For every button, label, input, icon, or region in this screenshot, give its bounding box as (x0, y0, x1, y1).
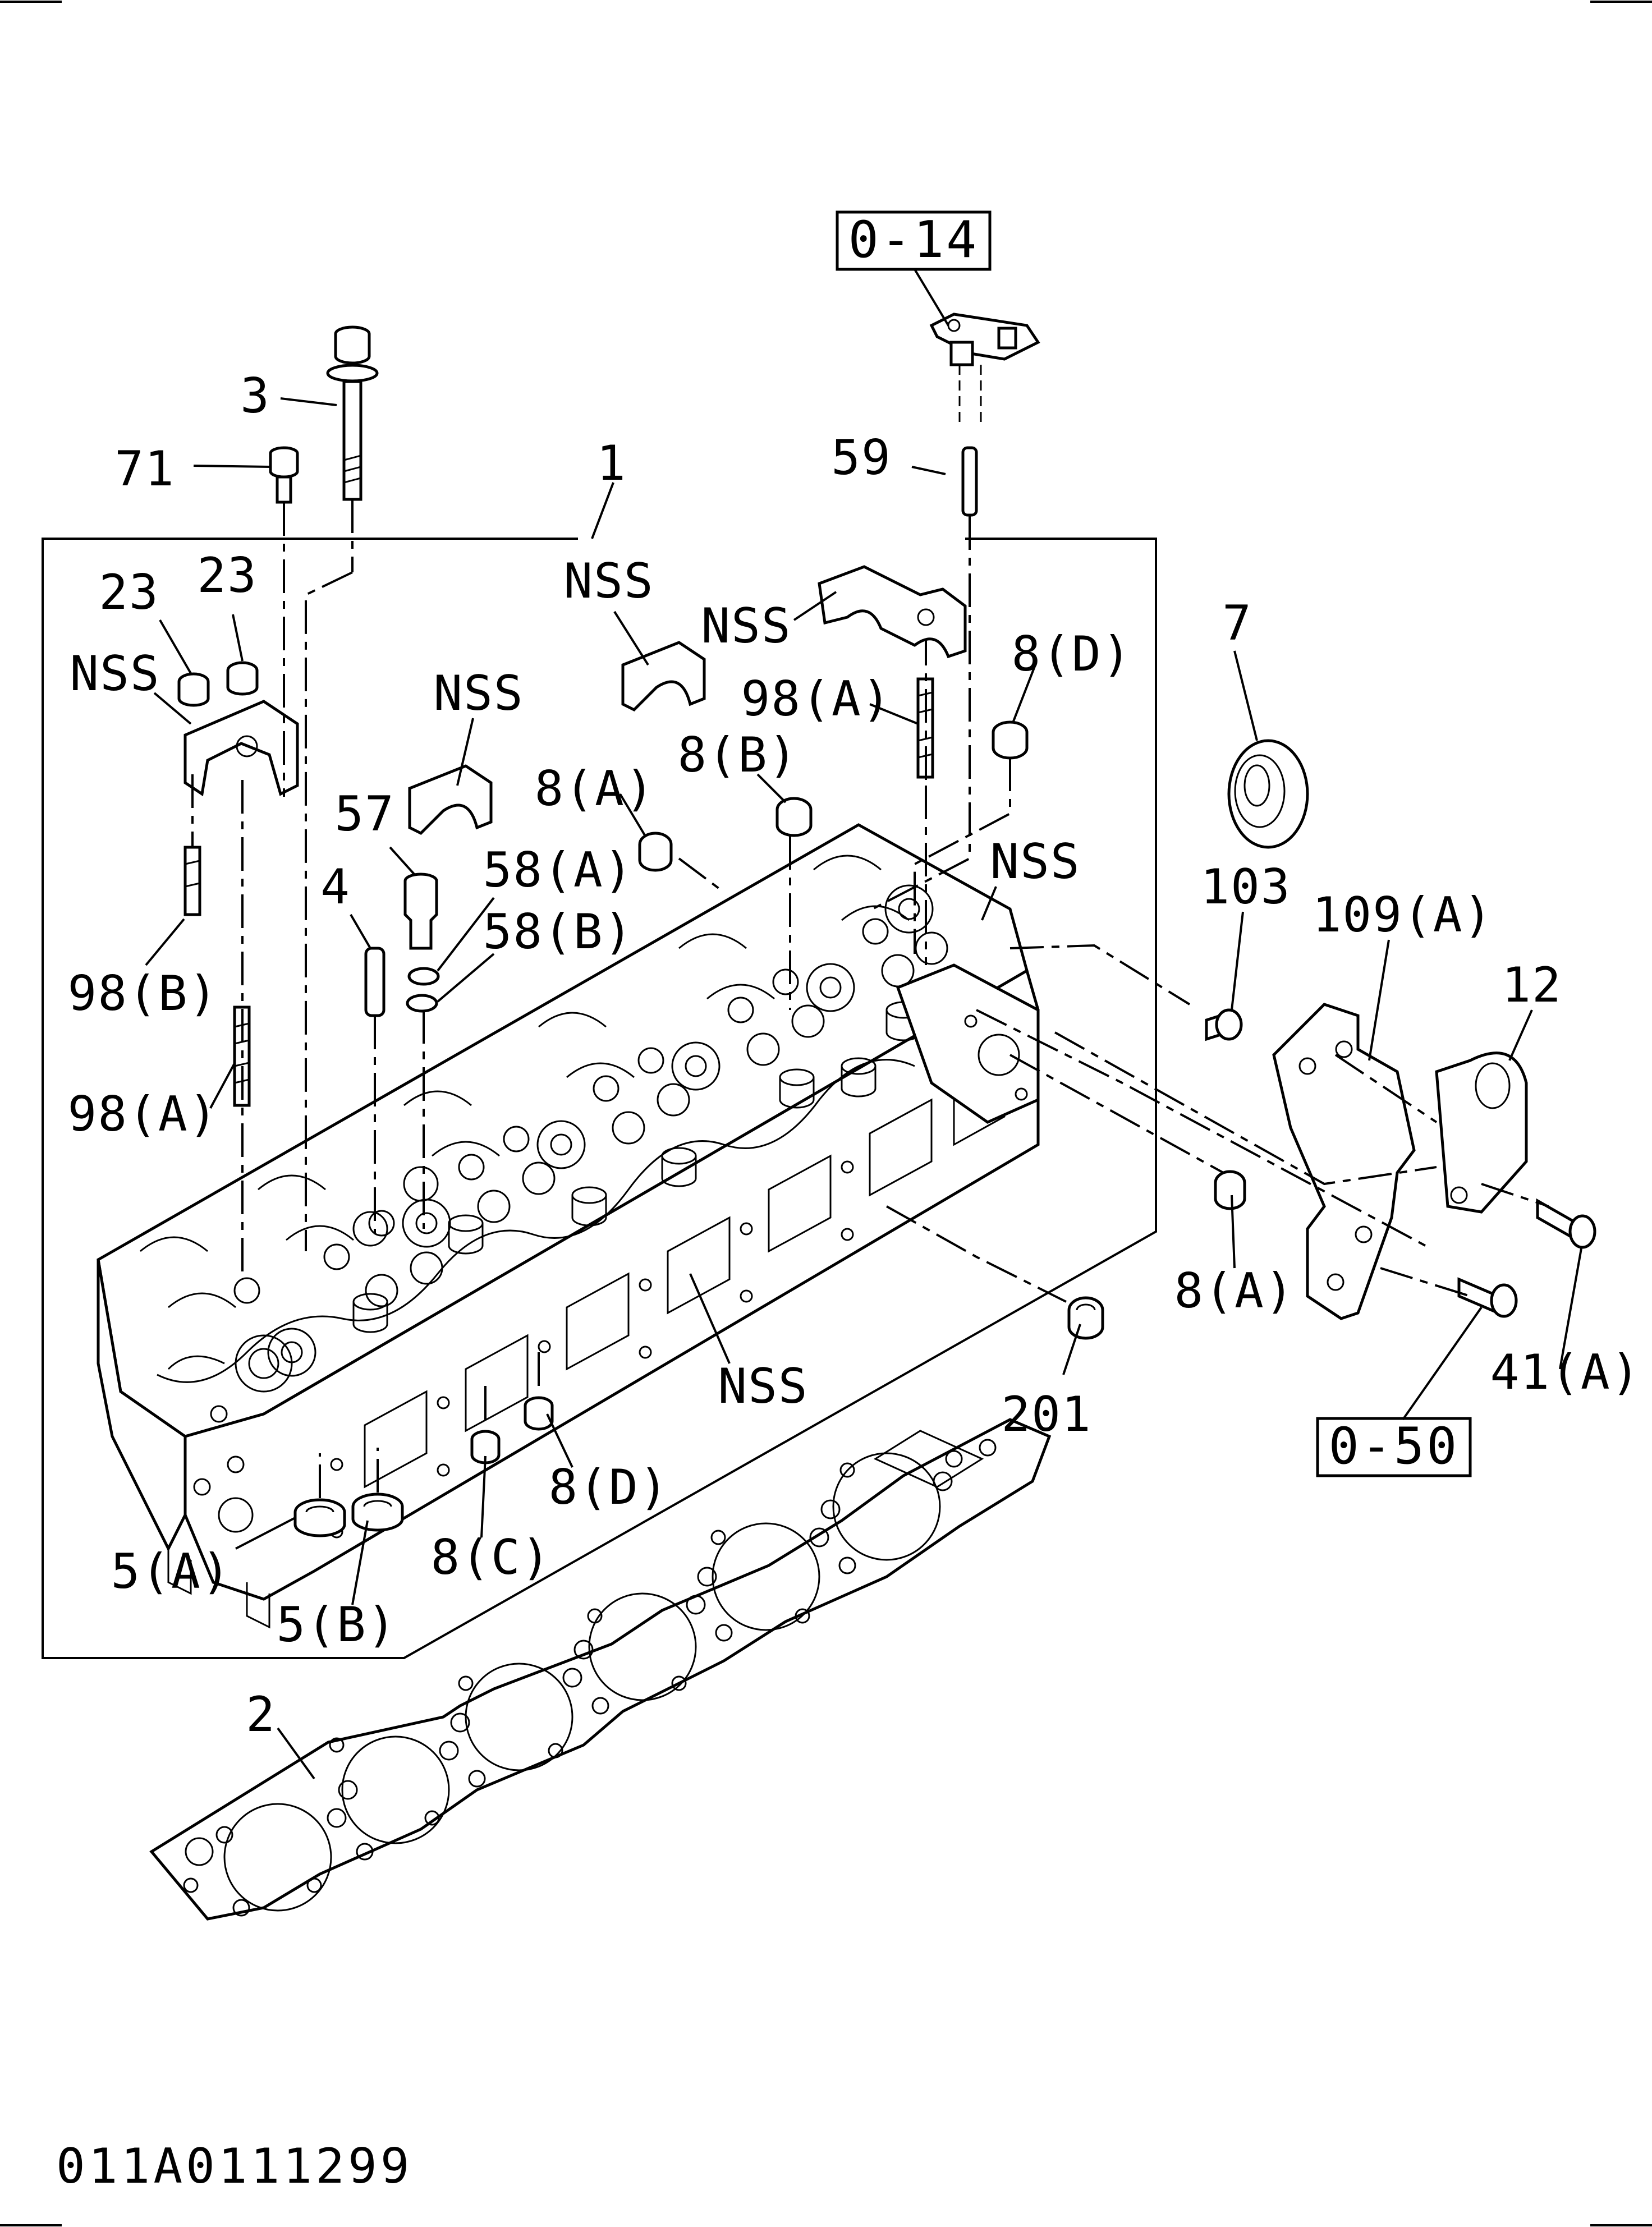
callout-71: 71 (114, 441, 175, 497)
callout-5b: 5(B) (276, 1597, 397, 1653)
callout-nss-1: NSS (70, 646, 160, 702)
washer-58a (407, 967, 440, 986)
plate-12 (1435, 1051, 1528, 1214)
callout-57: 57 (334, 786, 395, 842)
callout-5a: 5(A) (111, 1544, 231, 1600)
bolt-41a (1536, 1198, 1596, 1249)
callout-23-right: 23 (197, 548, 258, 604)
callout-12: 12 (1502, 957, 1562, 1013)
plug-8d-top (992, 720, 1029, 760)
callout-103: 103 (1200, 859, 1291, 915)
bolt-71 (269, 446, 299, 504)
svg-text:0-14: 0-14 (848, 210, 979, 269)
callout-58a: 58(A) (483, 842, 634, 898)
callout-7: 7 (1222, 595, 1252, 651)
plug-8a-top (638, 832, 673, 872)
bracket-109a (1272, 1003, 1416, 1320)
injector-57 (403, 873, 438, 950)
ref-box-0-14[interactable]: 0-14 (836, 210, 992, 271)
plug-8a-right (1214, 1170, 1246, 1210)
callout-41a: 41(A) (1490, 1344, 1641, 1401)
callout-nss-5: NSS (990, 834, 1080, 890)
callout-8d-bottom: 8(D) (548, 1459, 669, 1516)
callout-1: 1 (596, 435, 627, 492)
callout-4: 4 (320, 859, 351, 915)
callout-8a-top: 8(A) (534, 761, 655, 817)
callout-59: 59 (831, 430, 892, 486)
bearing-cap-right (818, 565, 967, 659)
head-gasket (149, 1418, 1052, 1921)
cylinder-head (97, 823, 1040, 1629)
callout-98a-left: 98(A) (68, 1086, 219, 1142)
dowel-4 (364, 947, 386, 1017)
callout-8d-top: 8(D) (1011, 626, 1132, 682)
stud-98b (183, 846, 201, 916)
bolt-0-50 (1457, 1277, 1518, 1318)
sensor-bracket (929, 313, 1040, 426)
ref-box-0-50[interactable]: 0-50 (1316, 1417, 1472, 1477)
seal-7 (1227, 739, 1309, 849)
bearing-cap-left (183, 700, 299, 797)
seal-201 (1067, 1296, 1104, 1340)
bearing-cap-middle (408, 764, 493, 835)
callout-109a: 109(A) (1313, 887, 1494, 943)
callout-8a-right: 8(A) (1174, 1263, 1295, 1319)
svg-text:0-50: 0-50 (1329, 1417, 1460, 1476)
callout-nss-4: NSS (701, 598, 791, 654)
callout-2: 2 (246, 1687, 276, 1743)
plug-8d-bottom (524, 1396, 554, 1431)
callout-8b: 8(B) (677, 727, 798, 783)
leader-lines (145, 268, 1582, 1780)
bearing-cap-upper (621, 641, 706, 712)
seal-5a (293, 1498, 346, 1537)
assembly-boundary (42, 538, 1157, 1659)
callout-201: 201 (1001, 1386, 1091, 1443)
pin-59 (961, 446, 978, 517)
plug-8b (775, 797, 813, 837)
callout-3: 3 (240, 368, 270, 424)
callout-labels: 1 2 3 4 5(A) 5(B) 7 8(A) 8(A) 8(B) 8(C) … (68, 368, 1641, 1743)
seal-5b (351, 1493, 404, 1532)
washer-58b (406, 994, 438, 1013)
callout-98a-right: 98(A) (741, 671, 892, 727)
plug-103 (1205, 1008, 1243, 1041)
callout-nss-2: NSS (433, 665, 524, 722)
callout-23-left: 23 (99, 564, 159, 621)
callout-8c: 8(C) (430, 1530, 551, 1586)
callout-58b: 58(B) (483, 904, 634, 960)
assembly-lines (191, 499, 1549, 1498)
callout-nss-3: NSS (563, 553, 654, 609)
callout-nss-6: NSS (718, 1358, 808, 1415)
callout-98b: 98(B) (68, 966, 219, 1022)
drawing-code: 011A0111299 (56, 2138, 413, 2194)
bolt-3 (326, 325, 379, 501)
